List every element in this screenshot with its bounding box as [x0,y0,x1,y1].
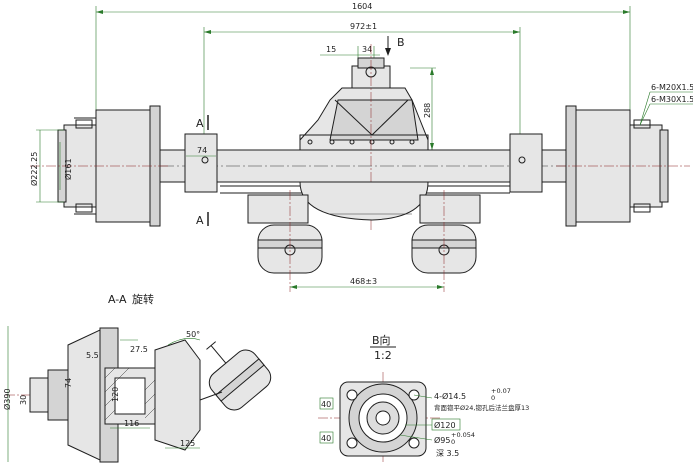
dim-468: 468±3 [350,277,377,286]
dim-74-section: 74 [64,378,73,388]
dim-222: Ø222.25 [29,152,39,186]
dim-40-bot: 40 [321,434,331,443]
bore-120: Ø120 [434,420,456,430]
dim-27-5: 27.5 [130,345,148,354]
hub-diameter-dims: Ø222.25 Ø161 [29,129,73,203]
dim-40-top: 40 [321,400,331,409]
bore-95-tol-top: +0.054 [451,431,475,439]
bore-95: Ø95 [434,435,450,445]
dim-74: 74 [197,146,207,155]
dim-30: 30 [19,395,28,405]
bolt-m30-label: 6-M30X1.5 [651,95,693,104]
section-markers: A A [196,115,209,227]
dim-390: Ø390 [2,388,12,410]
dim-288: 288 [423,103,432,118]
right-brake-drum [556,105,690,227]
view-b-title: B向 1:2 [370,333,396,362]
section-aa-title: A-A 旋转 [108,292,154,306]
overall-dimension: 1604 [95,2,631,110]
seat-width-dim: 74 [186,146,216,157]
dim-5-5: 5.5 [86,351,99,360]
right-brake-chamber [411,190,481,292]
dim-161: Ø161 [63,158,73,180]
view-b-flange: 40 40 [318,372,440,464]
dim-116: 116 [124,419,139,428]
dim-1604: 1604 [352,2,372,11]
dim-50-angle: 50° [186,330,200,339]
differential-housing [299,44,429,232]
dim-125: 125 [180,439,195,448]
bore-95-tol-bot: 0 [451,438,455,446]
dim-34: 34 [362,45,372,54]
section-aa-view: Ø390 30 27.5 5.5 74 120 [2,326,272,463]
bolt-callouts: 6-M20X1.5 6-M30X1.5 [639,83,693,126]
view-b-arrow-label: B [397,36,405,49]
section-a-top: A [196,117,204,130]
depth-label: 深 3.5 [436,449,459,458]
holes-note: 背面锪平Ø24,锪孔后法兰盘厚13 [434,403,529,412]
section-title-cn: 旋转 [132,292,154,306]
holes-tol-bot: 0 [491,394,495,402]
view-b-title-text: B向 [372,333,391,347]
chamber-spacing-dim: 468±3 [290,277,444,289]
height-dimension: 288 [410,67,436,150]
left-brake-drum [30,105,170,227]
view-b-arrow: B [385,36,405,56]
spring-seats [184,133,543,193]
dim-972: 972±1 [350,22,377,31]
holes-label: 4-Ø14.5 [434,391,466,401]
left-brake-chamber [247,190,323,292]
view-b-scale: 1:2 [374,349,392,362]
dim-120: 120 [111,387,120,402]
section-a-bottom: A [196,214,204,227]
bolt-m20-label: 6-M20X1.5 [651,83,693,92]
section-title: A-A [108,293,127,306]
holes-tol-top: +0.07 [491,387,511,395]
spring-seat-dimension: 972±1 [203,22,521,135]
dim-15: 15 [326,45,336,54]
view-b-notes: 4-Ø14.5 +0.07 0 背面锪平Ø24,锪孔后法兰盘厚13 Ø120 Ø… [431,387,529,458]
